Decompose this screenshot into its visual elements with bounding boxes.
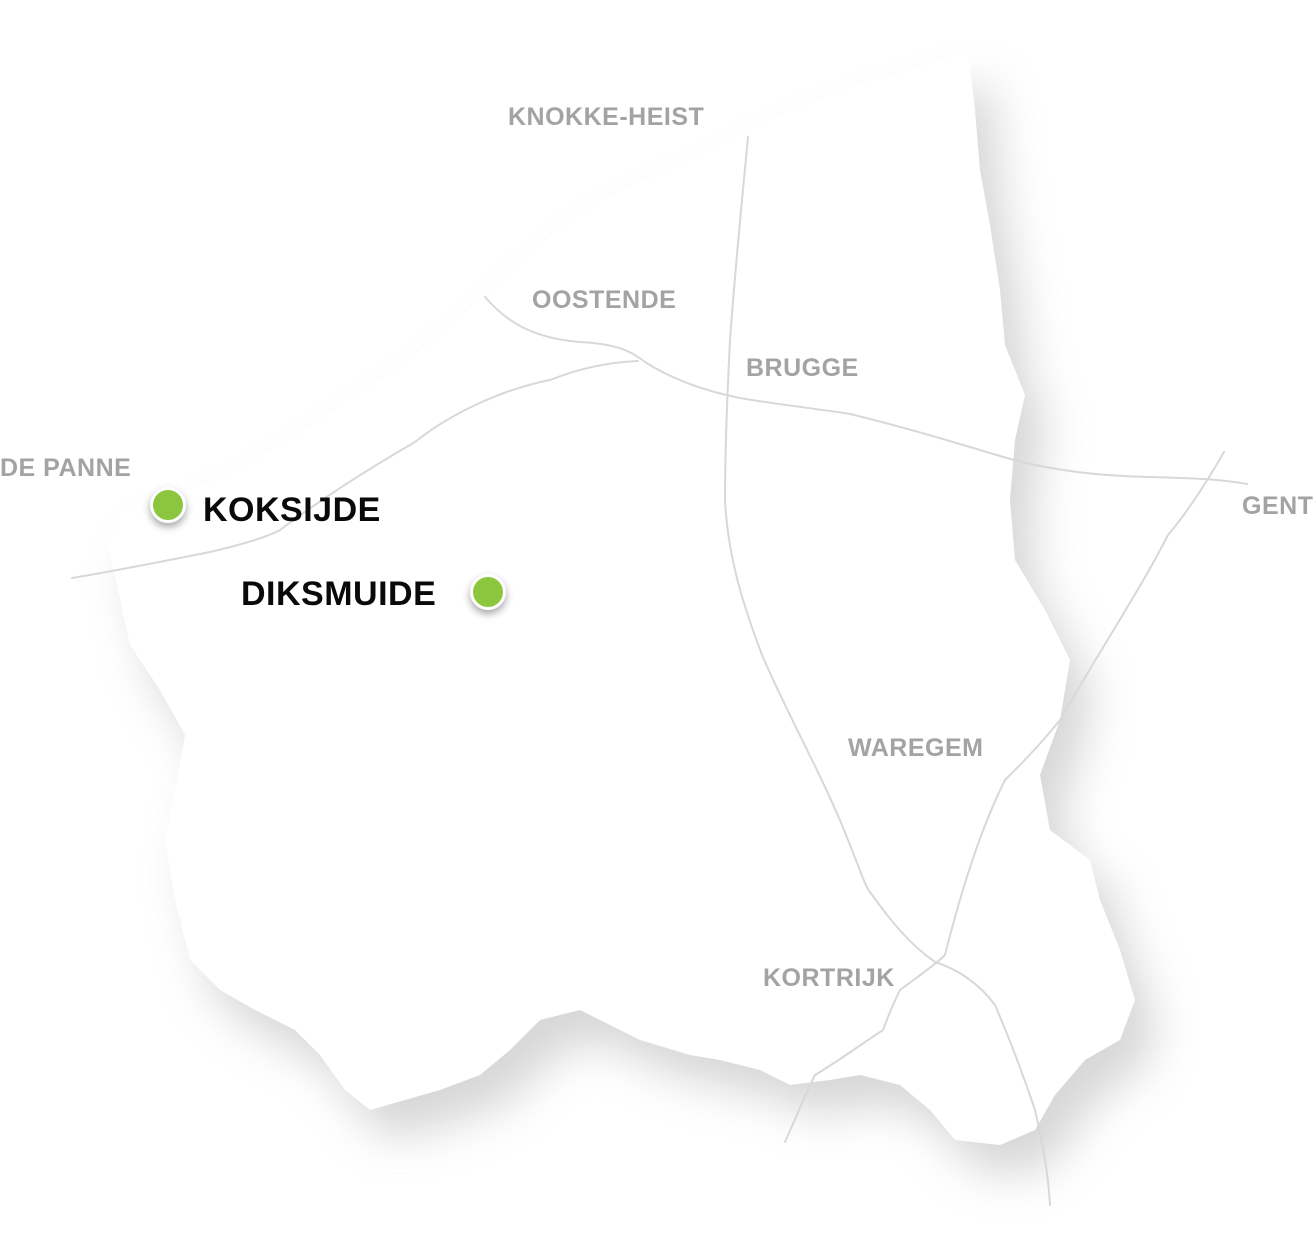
road-oostende-gent: [484, 296, 1248, 485]
location-label-diksmuide[interactable]: DIKSMUIDE: [241, 575, 437, 613]
road-kortrijk-south: [934, 961, 1051, 1206]
city-label-knokke-heist: KNOKKE-HEIST: [508, 103, 705, 131]
road-gent-kortrijk: [784, 451, 1225, 1143]
location-marker-diksmuide[interactable]: [470, 574, 506, 610]
city-label-waregem: WAREGEM: [848, 734, 984, 762]
city-label-gent: GENT: [1242, 492, 1314, 520]
region-shape: [108, 52, 1135, 1145]
city-label-brugge: BRUGGE: [746, 354, 859, 382]
roads: [71, 136, 1248, 1206]
location-label-koksijde[interactable]: KOKSIJDE: [203, 491, 381, 529]
road-brugge-kortrijk: [723, 136, 936, 963]
city-label-oostende: OOSTENDE: [532, 286, 677, 314]
city-label-de-panne: DE PANNE: [0, 454, 132, 482]
city-label-kortrijk: KORTRIJK: [763, 964, 895, 992]
location-marker-koksijde[interactable]: [150, 487, 186, 523]
road-koksijde-oostende: [71, 360, 639, 579]
